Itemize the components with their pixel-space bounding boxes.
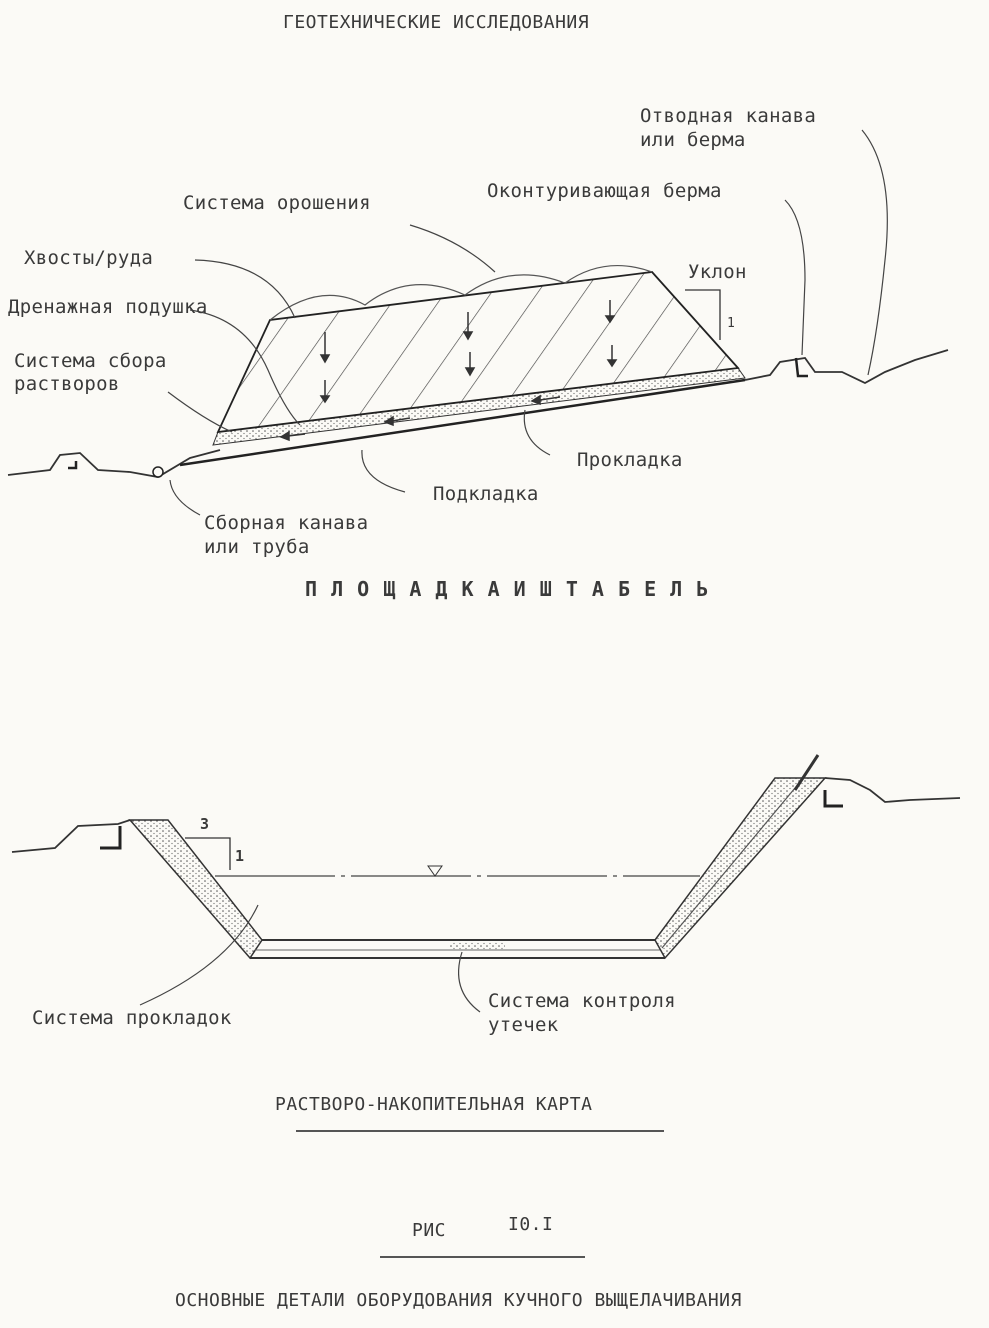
collection-pipe — [152, 466, 164, 478]
sprinkler-arcs — [269, 265, 653, 321]
label-subliner: Подкладка — [433, 483, 539, 505]
flow-arrows-down — [319, 300, 618, 404]
label-sprinkler-system: Система орошения — [183, 192, 371, 214]
ground-right — [744, 349, 949, 385]
label-tailings-ore: Хвосты/руда — [24, 247, 154, 269]
drain-left — [68, 461, 78, 470]
pond-left-bank — [128, 819, 263, 960]
leader-lines — [167, 129, 888, 516]
label-solution-collection-2: растворов — [14, 373, 120, 395]
figure-caption-number: I0.I — [508, 1214, 554, 1235]
heap-diagram-title: П Л О Щ А Д К А И Ш Т А Б Е Л Ь — [305, 577, 710, 601]
liner-line — [179, 378, 746, 467]
berm-right — [794, 357, 808, 378]
flow-arrows-left — [279, 394, 561, 442]
figure-caption-prefix: РИС — [412, 1220, 447, 1241]
label-drainage-pad: Дренажная подушка — [8, 296, 208, 318]
pond-title-underline — [296, 1130, 664, 1132]
label-diversion-ditch-2: или берма — [640, 129, 746, 151]
figure-subtitle: ОСНОВНЫЕ ДЕТАЛИ ОБОРУДОВАНИЯ КУЧНОГО ВЫЩ… — [175, 1290, 742, 1311]
label-collection-ditch: Сборная канава — [204, 512, 369, 534]
label-liner: Прокладка — [577, 449, 683, 471]
ground-left — [7, 449, 221, 478]
label-liner-system: Система прокладок — [32, 1007, 232, 1029]
solution-pond-diagram — [11, 754, 961, 1013]
label-slope-ratio-h: 3 — [200, 815, 210, 833]
label-collection-ditch-2: или труба — [204, 536, 310, 558]
label-leak-detection: Система контроля — [488, 990, 676, 1012]
pond-right-bank — [654, 777, 827, 960]
caption-underline — [380, 1256, 585, 1258]
slope-indicator — [685, 289, 721, 340]
label-slope-ratio: 1 — [727, 316, 736, 331]
label-perimeter-berm: Оконтуривающая берма — [487, 180, 722, 202]
page-header: ГЕОТЕХНИЧЕСКИЕ ИССЛЕДОВАНИЯ — [283, 12, 590, 33]
pond-diagram-title: РАСТВОРО-НАКОПИТЕЛЬНАЯ КАРТА — [275, 1094, 593, 1115]
label-solution-collection: Система сбора — [14, 350, 167, 372]
label-slope: Уклон — [688, 261, 747, 283]
leak-pipe — [793, 754, 820, 791]
label-diversion-ditch: Отводная канава — [640, 105, 817, 127]
label-slope-ratio-v: 1 — [235, 847, 245, 865]
label-leak-detection-2: утечек — [488, 1014, 559, 1036]
